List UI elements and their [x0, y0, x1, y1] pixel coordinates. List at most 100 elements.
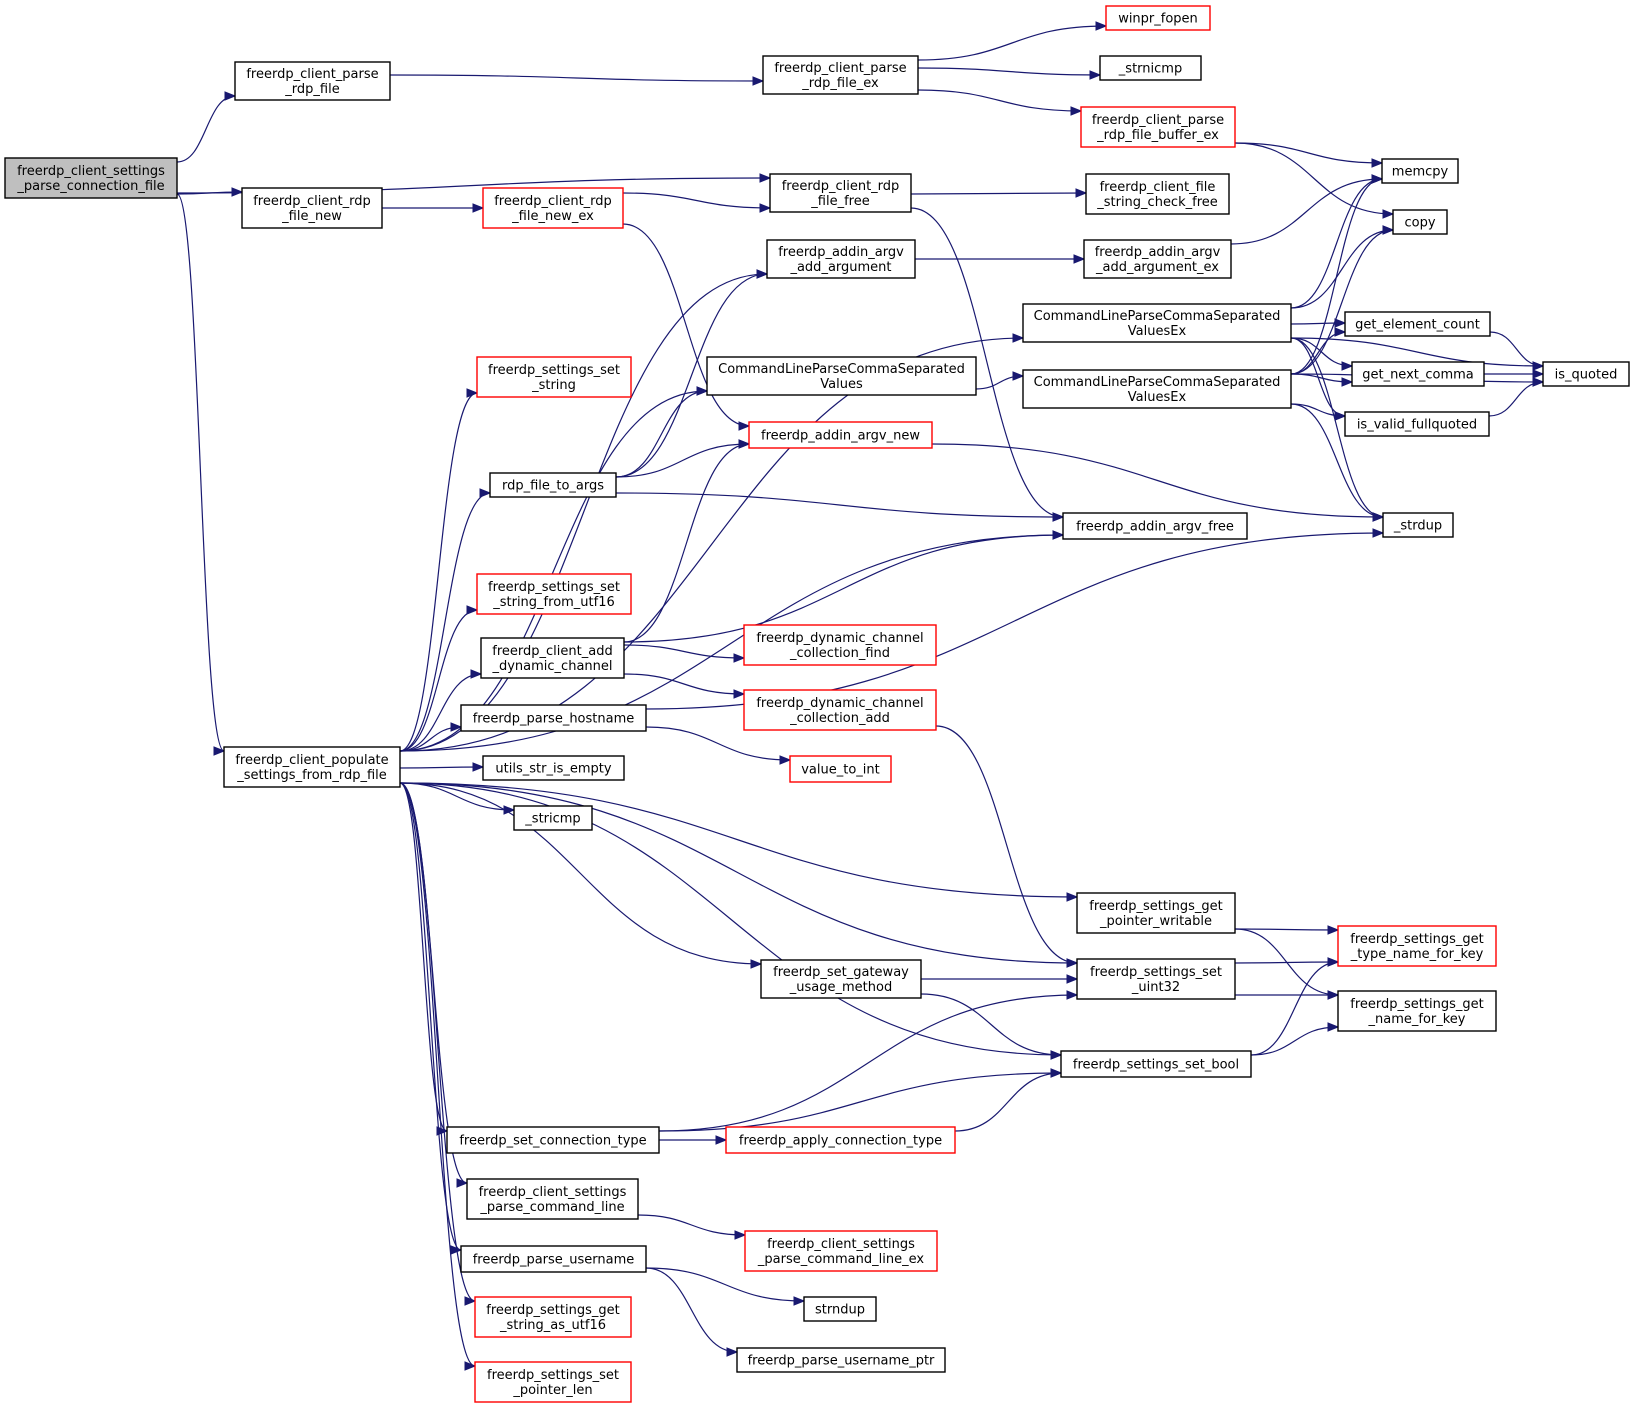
node-parse_command_line[interactable]: freerdp_client_settings_parse_command_li…	[466, 1178, 639, 1220]
node-client_add_dynamic_channel[interactable]: freerdp_client_add_dynamic_channel	[480, 637, 625, 679]
arrowhead-addin_argv_free	[1052, 512, 1065, 522]
arrowhead-set_pointer_len	[464, 1361, 477, 1371]
node-box	[743, 689, 937, 731]
node-label: copy	[1404, 216, 1435, 231]
node-box	[446, 1126, 660, 1154]
node-parse_hostname[interactable]: freerdp_parse_hostname	[460, 704, 647, 732]
node-label: _rdp_file_ex	[801, 76, 879, 91]
node-rdp_file_new[interactable]: freerdp_client_rdp_file_new	[241, 187, 383, 229]
node-stricmp[interactable]: _stricmp	[513, 805, 593, 831]
node-populate_settings[interactable]: freerdp_client_populate_settings_from_rd…	[223, 746, 401, 788]
node-label: _add_argument	[789, 260, 891, 275]
node-set_connection_type[interactable]: freerdp_set_connection_type	[446, 1126, 660, 1154]
node-box	[1022, 369, 1292, 409]
edge-client_add_dynamic_channel-to-dyn_channel_find	[623, 644, 745, 659]
arrowhead-settings_set_bool	[1050, 1050, 1063, 1060]
edge-cmdline_csv_ex_top-to-strdup	[1290, 337, 1384, 518]
edge-populate_settings-to-parse_username	[399, 782, 462, 1251]
edge-parse_buffer_ex-to-memcpy	[1234, 142, 1383, 164]
node-parse_username[interactable]: freerdp_parse_username	[460, 1245, 647, 1273]
edge-cmdline_csv_ex-to-memcpy	[1290, 178, 1383, 375]
node-box	[1099, 55, 1202, 81]
node-box	[789, 755, 892, 783]
node-label: freerdp_client_settings	[767, 1237, 915, 1252]
edge-is_valid_fullquoted-to-is_quoted	[1488, 381, 1544, 417]
node-rdp_file_to_args[interactable]: rdp_file_to_args	[489, 472, 617, 498]
node-get_element_count[interactable]: get_element_count	[1344, 311, 1491, 337]
node-parse_username_ptr[interactable]: freerdp_parse_username_ptr	[736, 1347, 946, 1373]
node-parse_rdp_file_ex[interactable]: freerdp_client_parse_rdp_file_ex	[762, 55, 919, 95]
node-box	[706, 356, 977, 396]
node-label: freerdp_client_populate	[235, 753, 388, 768]
edge-parse_command_line-to-parse_command_line_ex	[637, 1214, 746, 1236]
node-label: freerdp_parse_username_ptr	[748, 1354, 935, 1369]
node-rdp_file_new_ex[interactable]: freerdp_client_rdp_file_new_ex	[482, 187, 624, 229]
node-box	[760, 959, 922, 999]
arrowhead-is_quoted	[1532, 361, 1545, 371]
arrowhead-rdp_file_to_args	[479, 488, 492, 498]
node-addin_argv_new[interactable]: freerdp_addin_argv_new	[748, 421, 933, 449]
node-is_quoted[interactable]: is_quoted	[1542, 361, 1630, 387]
arrowhead-winpr_fopen	[1095, 21, 1108, 31]
edge-root-to-parse_rdp_file	[176, 95, 236, 163]
node-label: is_valid_fullquoted	[1357, 418, 1477, 433]
node-parse_command_line_ex[interactable]: freerdp_client_settings_parse_command_li…	[744, 1230, 938, 1272]
node-box	[476, 356, 632, 398]
node-get_type_name_for_key[interactable]: freerdp_settings_get_type_name_for_key	[1337, 925, 1497, 967]
node-label: freerdp_settings_set_bool	[1073, 1058, 1239, 1073]
node-parse_rdp_file[interactable]: freerdp_client_parse_rdp_file	[234, 61, 391, 101]
node-get_name_for_key[interactable]: freerdp_settings_get_name_for_key	[1337, 990, 1497, 1032]
node-memcpy[interactable]: memcpy	[1381, 158, 1459, 184]
node-box	[1337, 925, 1497, 967]
node-is_valid_fullquoted[interactable]: is_valid_fullquoted	[1344, 411, 1490, 437]
node-set_string_from_utf16[interactable]: freerdp_settings_set_string_from_utf16	[476, 573, 632, 615]
arrowhead-get_type_name_for_key	[1327, 957, 1340, 967]
node-addin_argv_free[interactable]: freerdp_addin_argv_free	[1062, 512, 1248, 540]
node-value_to_int[interactable]: value_to_int	[789, 755, 892, 783]
node-box	[1076, 958, 1236, 1000]
node-box	[241, 187, 383, 229]
node-get_string_as_utf16[interactable]: freerdp_settings_get_string_as_utf16	[474, 1296, 632, 1338]
node-settings_set_string[interactable]: freerdp_settings_set_string	[476, 356, 632, 398]
edge-cmdline_csv_ex_top-to-copy	[1290, 229, 1394, 309]
edge-settings_set_bool-to-get_type_name_for_key	[1250, 961, 1339, 1056]
node-copy[interactable]: copy	[1392, 209, 1448, 235]
arrowhead-parse_command_line_ex	[734, 1230, 747, 1240]
node-get_pointer_writable[interactable]: freerdp_settings_get_pointer_writable	[1076, 892, 1236, 934]
node-strdup[interactable]: _strdup	[1382, 512, 1454, 538]
edge-populate_settings-to-utils_str_is_empty	[399, 766, 484, 769]
arrowhead-addin_argv_new	[738, 421, 751, 431]
node-label: _string	[531, 378, 576, 393]
node-label: ValuesEx	[1128, 324, 1187, 339]
node-winpr_fopen[interactable]: winpr_fopen	[1105, 5, 1211, 31]
node-box	[489, 472, 617, 498]
node-label: CommandLineParseCommaSeparated	[1034, 309, 1281, 324]
node-get_next_comma[interactable]: get_next_comma	[1351, 361, 1485, 387]
node-apply_connection_type[interactable]: freerdp_apply_connection_type	[725, 1126, 956, 1154]
node-box	[1344, 311, 1491, 337]
node-set_pointer_len[interactable]: freerdp_settings_set_pointer_len	[474, 1361, 632, 1403]
node-label: is_quoted	[1555, 368, 1618, 383]
node-root: freerdp_client_settings_parse_connection…	[4, 157, 178, 199]
node-file_string_check_free[interactable]: freerdp_client_file_string_check_free	[1085, 173, 1230, 215]
node-box	[460, 704, 647, 732]
node-addin_argv_add_argument[interactable]: freerdp_addin_argv_add_argument	[766, 239, 916, 279]
node-dyn_channel_add[interactable]: freerdp_dynamic_channel_collection_add	[743, 689, 937, 731]
edge-populate_settings-to-set_pointer_len	[399, 782, 476, 1367]
node-label: freerdp_addin_argv_new	[761, 429, 920, 444]
node-dyn_channel_find[interactable]: freerdp_dynamic_channel_collection_find	[743, 624, 937, 666]
node-strnicmp[interactable]: _strnicmp	[1099, 55, 1202, 81]
node-rdp_file_free[interactable]: freerdp_client_rdp_file_free	[769, 173, 912, 213]
node-settings_set_uint32[interactable]: freerdp_settings_set_uint32	[1076, 958, 1236, 1000]
node-label: _pointer_len	[512, 1383, 592, 1398]
node-strndup[interactable]: strndup	[803, 1296, 877, 1322]
arrowhead-dyn_channel_add	[733, 689, 746, 699]
node-utils_str_is_empty[interactable]: utils_str_is_empty	[482, 755, 625, 781]
node-addin_argv_add_argument_ex[interactable]: freerdp_addin_argv_add_argument_ex	[1083, 239, 1232, 279]
node-set_gateway_usage_method[interactable]: freerdp_set_gateway_usage_method	[760, 959, 922, 999]
node-settings_set_bool[interactable]: freerdp_settings_set_bool	[1060, 1050, 1252, 1078]
node-parse_buffer_ex[interactable]: freerdp_client_parse_rdp_file_buffer_ex	[1080, 106, 1236, 148]
